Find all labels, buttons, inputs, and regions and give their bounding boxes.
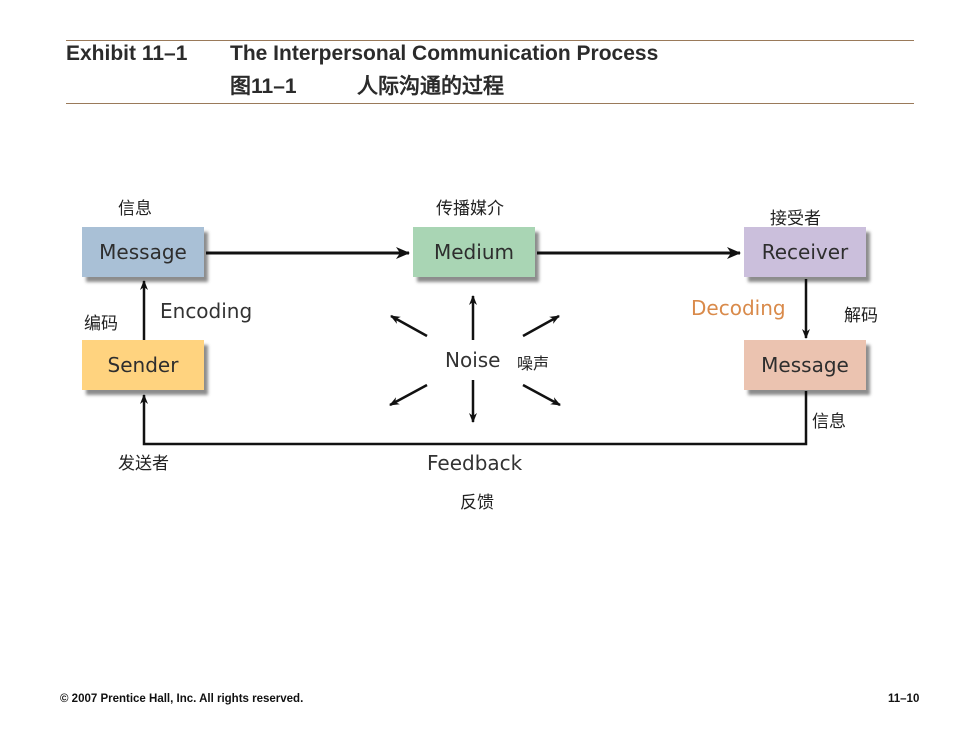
header-bottom-rule [66,103,914,104]
noise-arrow-up-right [522,314,560,338]
decoding-cn-label: 解码 [844,306,878,326]
message-box-label: Message [99,240,187,264]
feedback-label: Feedback [427,451,523,475]
noise-arrow-down-left [389,383,428,407]
sender-cn-label: 发送者 [118,454,169,474]
receiver-cn-label: 接受者 [770,209,821,229]
page-title-cn: 人际沟通的过程 [357,75,504,98]
noise-label: Noise [445,348,501,372]
noise-cn-label: 噪声 [517,354,550,373]
noise-arrow-down-right [522,383,561,407]
receiver-box: Receiver [744,227,866,277]
copyright-notice: © 2007 Prentice Hall, Inc. All rights re… [60,693,304,705]
message-box: Message [82,227,204,277]
receiver-box-label: Receiver [761,240,849,264]
message-cn-label: 信息 [118,199,152,219]
message-received-cn-label: 信息 [812,412,846,432]
medium-box: Medium [413,227,535,277]
exhibit-number: Exhibit 11–1 [66,42,188,65]
page-title: The Interpersonal Communication Process [230,42,659,65]
encoding-label: Encoding [160,299,253,323]
exhibit-number-cn: 图11–1 [230,75,297,98]
medium-box-label: Medium [434,240,514,264]
feedback-loop-arrow [140,391,808,446]
sender-box-label: Sender [107,353,179,377]
encoding-cn-label: 编码 [84,314,118,334]
message-received-box: Message [744,340,866,390]
noise-arrow-up-left [390,314,428,338]
page-number: 11–10 [888,693,920,705]
medium-cn-label: 传播媒介 [436,199,504,219]
header-top-rule [66,40,914,41]
feedback-cn-label: 反馈 [460,493,494,513]
decoding-label: Decoding [691,296,786,320]
sender-box: Sender [82,340,204,390]
message-received-box-label: Message [761,353,849,377]
